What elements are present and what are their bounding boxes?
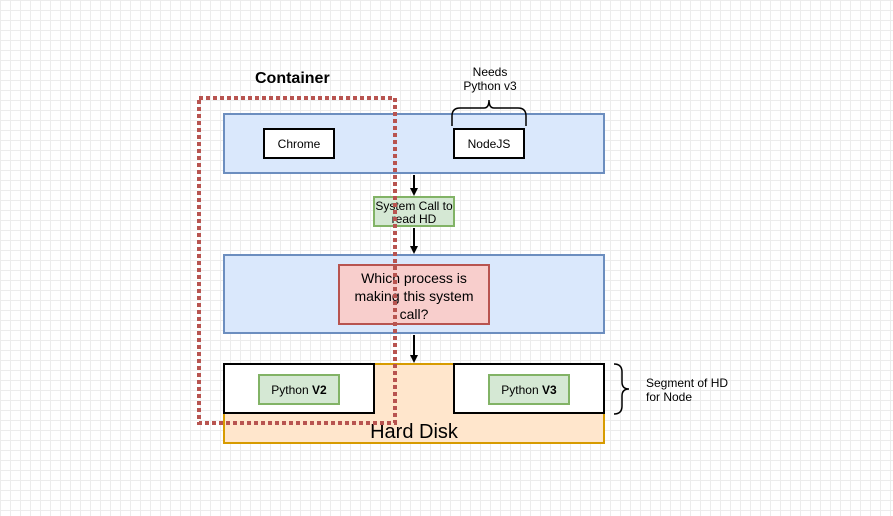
nodejs-box[interactable]: NodeJS [453,128,525,159]
system-call-box[interactable]: System Call to read HD [373,196,455,227]
container-title: Container [255,70,330,87]
segment-note-line2: for Node [646,390,693,404]
hard-disk-label: Hard Disk [370,421,458,443]
python-v2-prefix: Python [271,382,312,397]
python-v3-version: V3 [542,382,557,397]
needs-python-line2: Python v3 [463,79,517,93]
python-v3-box[interactable]: Python V3 [488,374,570,405]
python-v3-prefix: Python [501,382,542,397]
question-line3: call? [399,306,429,322]
brace-segment [613,363,630,415]
needs-python-note: Needs Python v3 [440,65,540,93]
question-line1: Which process is [361,270,467,286]
question-box[interactable]: Which process is making this system call… [338,264,490,325]
segment-note: Segment of HD for Node [646,376,728,404]
python-v2-box[interactable]: Python V2 [258,374,340,405]
question-line2: making this system [354,288,474,304]
needs-python-line1: Needs [472,65,508,79]
chrome-box[interactable]: Chrome [263,128,335,159]
python-v2-version: V2 [312,382,327,397]
system-call-line2: read HD [391,212,437,226]
segment-note-line1: Segment of HD [646,376,729,390]
